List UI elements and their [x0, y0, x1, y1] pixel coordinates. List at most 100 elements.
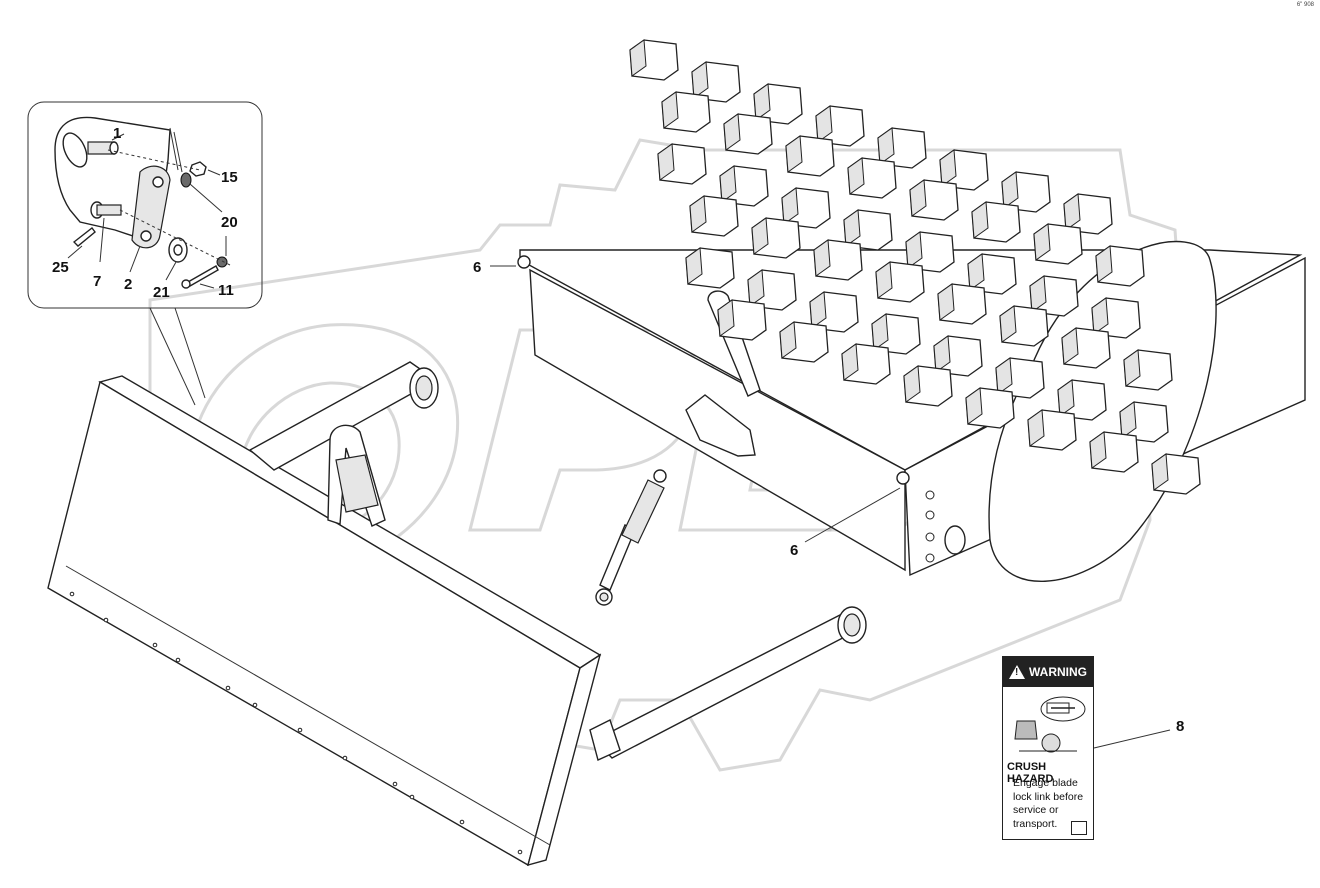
drum-pads	[629, 39, 1201, 495]
drum-pad-side	[1057, 379, 1075, 417]
push-arm-upper-bore	[415, 375, 433, 401]
blade-crease	[65, 565, 551, 846]
drum-pad-side	[1033, 223, 1051, 261]
drum-pad-side	[809, 291, 827, 329]
callout-21: 21	[153, 284, 170, 301]
drum-pad-side	[967, 253, 985, 291]
drum-pad-side	[781, 187, 799, 225]
pin-1-end	[109, 141, 119, 155]
leader-7	[99, 217, 105, 263]
drum-pad-side	[685, 247, 703, 285]
nut-20-lower	[216, 256, 228, 268]
drum-pad-side	[1123, 349, 1141, 387]
link-hole-bottom	[140, 230, 152, 242]
drum-pad-side	[877, 127, 895, 165]
inset-frame	[27, 101, 263, 309]
lift-cylinder	[595, 469, 667, 606]
callout-1: 1	[113, 125, 121, 142]
drum-pad-side	[747, 269, 765, 307]
washer-21-hole	[173, 244, 183, 256]
leader-21	[165, 261, 177, 281]
drum-pad-side	[937, 283, 955, 321]
assembly-line-1	[107, 149, 201, 171]
inset-leader-left	[149, 307, 196, 406]
crush-hazard-pictogram-icon	[1014, 696, 1086, 753]
drum-pad-side	[875, 261, 893, 299]
drum-pad-side	[751, 217, 769, 255]
drum-pad-side	[971, 201, 989, 239]
leader-6-bottom	[804, 487, 901, 543]
leader-1	[111, 133, 125, 141]
drum-pad-side	[691, 61, 709, 99]
cotter-pin-25	[72, 227, 96, 247]
drum-pad-side	[815, 105, 833, 143]
drum-pad-side	[657, 143, 675, 181]
push-arm-lower	[593, 614, 860, 759]
drum-pad-side	[1063, 193, 1081, 231]
callout-8: 8	[1176, 718, 1184, 735]
drum-pad-side	[779, 321, 797, 359]
leader-2	[129, 245, 141, 273]
blade-bolt-holes	[69, 591, 523, 855]
padfoot-drum	[629, 39, 1217, 583]
drum-pad-side	[841, 343, 859, 381]
drum-pad-side	[753, 83, 771, 121]
drum-pad-side	[629, 39, 647, 77]
drum-pad-side	[813, 239, 831, 277]
leader-8	[1093, 729, 1171, 749]
drum-pad-side	[1089, 431, 1107, 469]
link-hole-top	[152, 176, 164, 188]
inset-leader-right	[174, 307, 206, 399]
lower-arm-bracket	[589, 719, 621, 761]
drum-pad-side	[999, 305, 1017, 343]
cylinder-barrel	[621, 479, 665, 544]
callout-6-bottom: 6	[790, 542, 798, 559]
lift-eye-right	[896, 471, 910, 485]
leader-15	[207, 169, 221, 176]
blade-end	[527, 653, 602, 867]
warning-decal-header: ! WARNING	[1003, 657, 1093, 687]
step-tread	[335, 454, 379, 513]
nut-15	[189, 161, 207, 177]
warning-triangle-icon: !	[1009, 665, 1025, 679]
cylinder-rod-eye-bore	[599, 592, 609, 602]
detail-inset: 1 15 20 25 7 2 21 11	[27, 101, 263, 406]
drum-pad-side	[1061, 327, 1079, 365]
corner-mark: 6" 908	[1296, 2, 1314, 8]
drum-pad-side	[933, 335, 951, 373]
drum-pad-side	[785, 135, 803, 173]
pin-ring	[62, 132, 88, 168]
drum-pad-side	[1029, 275, 1047, 313]
lift-eye-left	[517, 255, 531, 269]
leader-20	[189, 183, 223, 213]
hitch-bracket	[685, 394, 756, 457]
drum-pad-side	[723, 113, 741, 151]
drum-pad-side	[847, 157, 865, 195]
drum-pad-side	[1119, 401, 1137, 439]
drum-pad-side	[1091, 297, 1109, 335]
drum-pad-side	[689, 195, 707, 233]
drum-pad-side	[661, 91, 679, 129]
drum-pad-side	[965, 387, 983, 425]
callout-20: 20	[221, 214, 238, 231]
callout-15: 15	[221, 169, 238, 186]
drum-pad-side	[1095, 245, 1113, 283]
axle-hub	[944, 525, 966, 555]
drum-pad-side	[903, 365, 921, 403]
drum-pad-side	[995, 357, 1013, 395]
drum-pad-side	[1027, 409, 1045, 447]
warning-decal: ! WARNING CRUSH HAZARD Engage blade lock…	[1002, 656, 1094, 840]
drum-pad-side	[843, 209, 861, 247]
cylinder-base-eye	[653, 469, 667, 483]
drum-pad-side	[1151, 453, 1169, 491]
callout-6-top: 6	[473, 259, 481, 276]
drum-pad-side	[1001, 171, 1019, 209]
leader-11	[199, 283, 215, 289]
drum-pad-side	[909, 179, 927, 217]
dozer-blade	[47, 361, 867, 867]
manual-book-icon	[1071, 821, 1087, 835]
blade-face	[47, 380, 581, 867]
warning-decal-text: Engage blade lock link before service or…	[1013, 777, 1084, 830]
drum-pad-side	[939, 149, 957, 187]
